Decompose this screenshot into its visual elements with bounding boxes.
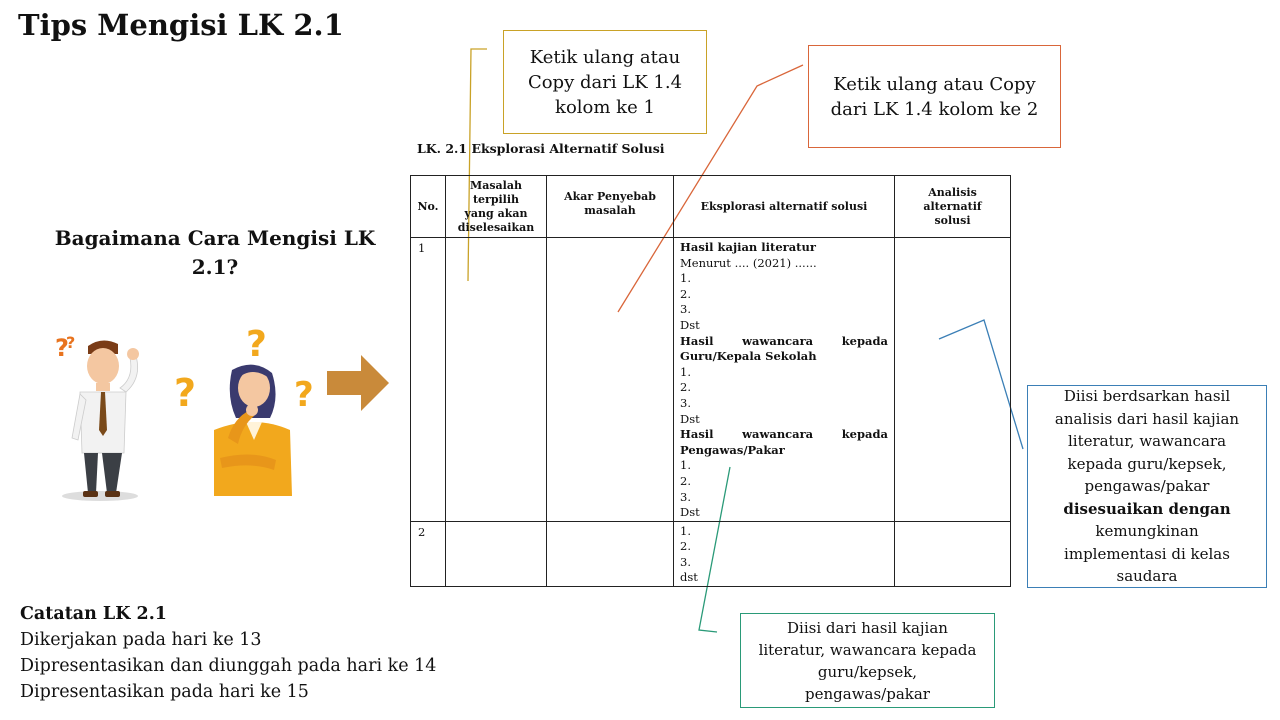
- question-line-2: 2.1?: [191, 255, 239, 279]
- callout-column1: Ketik ulang atau Copy dari LK 1.4 kolom …: [503, 30, 707, 134]
- callout-column2-line2: dari LK 1.4 kolom ke 2: [830, 98, 1039, 120]
- callout-analysis-line: pengawas/pakar: [1084, 477, 1210, 496]
- question-heading: Bagaimana Cara Mengisi LK 2.1?: [40, 224, 390, 282]
- callout-column1-line2: Copy dari LK 1.4: [527, 71, 683, 93]
- callout-analysis-line: kepada guru/kepsek,: [1067, 454, 1227, 473]
- kajian-ref: Menurut .... (2021) ......: [680, 255, 817, 270]
- callout-exploration-line: Diisi dari hasil kajian: [787, 618, 948, 637]
- header-analisis-line: Analisis: [928, 185, 977, 199]
- list-item: Dst: [680, 317, 700, 332]
- callout-analysis-line: analisis dari hasil kajian: [1054, 409, 1240, 428]
- header-eksplorasi: Eksplorasi alternatif solusi: [673, 175, 895, 238]
- header-masalah-line: terpilih: [472, 192, 520, 206]
- header-masalah-line: yang akan: [464, 206, 528, 220]
- row2-analisis[interactable]: [894, 520, 1011, 588]
- callout-analysis-line: literatur, wawancara: [1067, 432, 1227, 451]
- header-masalah-line: diselesaikan: [457, 220, 535, 234]
- header-analisis-line: alternatif: [923, 199, 982, 213]
- pakar-title: Hasil wawancara kepada: [680, 427, 888, 442]
- row1-masalah[interactable]: [445, 237, 547, 522]
- confused-man-illustration: ? ?: [55, 333, 139, 501]
- row1-akar[interactable]: [546, 237, 674, 522]
- notes-line: Dipresentasikan pada hari ke 15: [20, 682, 309, 702]
- header-masalah: Masalah terpilih yang akan diselesaikan: [445, 175, 547, 238]
- callout-column2-line1: Ketik ulang atau Copy: [833, 73, 1036, 95]
- header-akar-line: Akar Penyebab: [564, 190, 656, 203]
- row2-akar[interactable]: [546, 520, 674, 588]
- list-item: 3.: [680, 489, 691, 504]
- list-item: 1.: [680, 364, 691, 379]
- callout-column1-line1: Ketik ulang atau: [529, 46, 681, 68]
- guru-title: Hasil wawancara kepada: [680, 333, 888, 348]
- list-item: 2.: [680, 539, 691, 554]
- list-item: 1.: [680, 271, 691, 286]
- thinking-woman-illustration: ? ? ?: [174, 324, 314, 496]
- list-item: Dst: [680, 411, 700, 426]
- list-item: 1.: [680, 458, 691, 473]
- worksheet-title: LK. 2.1 Eksplorasi Alternatif Solusi: [417, 141, 665, 156]
- callout-column1-line3: kolom ke 1: [555, 96, 655, 118]
- right-arrow-icon: [327, 355, 389, 411]
- table-row: 1 Hasil kajian literatur Menurut .... (2…: [410, 237, 1011, 522]
- callout-exploration-line: guru/kepsek,: [817, 662, 918, 681]
- worksheet-table: No. Masalah terpilih yang akan diselesai…: [410, 175, 1011, 588]
- callout-exploration-line: pengawas/pakar: [805, 684, 930, 703]
- callout-analysis-line: kemungkinan: [1095, 522, 1199, 541]
- question-mark-icon: ?: [55, 334, 69, 362]
- list-item: 3.: [680, 554, 691, 569]
- svg-text:?: ?: [294, 375, 314, 415]
- row2-eksplorasi[interactable]: 1. 2. 3. dst: [673, 520, 895, 588]
- notes-line: Dikerjakan pada hari ke 13: [20, 630, 262, 650]
- header-masalah-line: Masalah: [470, 178, 522, 192]
- header-analisis: Analisis alternatif solusi: [894, 175, 1011, 238]
- list-item: 3.: [680, 302, 691, 317]
- pakar-title-2: Pengawas/Pakar: [680, 442, 785, 457]
- list-item: 2.: [680, 286, 691, 301]
- row2-no: 2: [410, 520, 446, 588]
- header-analisis-line: solusi: [934, 213, 971, 227]
- callout-analysis: Diisi berdsarkan hasil analisis dari has…: [1027, 385, 1267, 588]
- callout-analysis-line: Diisi berdsarkan hasil: [1063, 387, 1231, 406]
- row1-analisis[interactable]: [894, 237, 1011, 522]
- callout-analysis-line: saudara: [1116, 567, 1178, 586]
- svg-text:?: ?: [66, 333, 75, 352]
- slide-title: Tips Mengisi LK 2.1: [18, 8, 344, 42]
- row2-masalah[interactable]: [445, 520, 547, 588]
- list-item: 2.: [680, 473, 691, 488]
- list-item: 3.: [680, 395, 691, 410]
- question-line-1: Bagaimana Cara Mengisi LK: [54, 226, 376, 250]
- row1-eksplorasi[interactable]: Hasil kajian literatur Menurut .... (202…: [673, 237, 895, 522]
- header-akar: Akar Penyebab masalah: [546, 175, 674, 238]
- notes-section: Catatan LK 2.1 Dikerjakan pada hari ke 1…: [20, 601, 436, 705]
- svg-text:?: ?: [174, 371, 196, 415]
- notes-line: Dipresentasikan dan diunggah pada hari k…: [20, 656, 437, 676]
- header-akar-line: masalah: [584, 204, 636, 217]
- header-no: No.: [410, 175, 446, 238]
- question-mark-icon: ?: [246, 324, 267, 365]
- row1-no: 1: [410, 237, 446, 522]
- notes-heading: Catatan LK 2.1: [20, 604, 167, 624]
- list-item: dst: [680, 570, 698, 585]
- callout-analysis-line: implementasi di kelas: [1064, 544, 1230, 563]
- table-row: 2 1. 2. 3. dst: [410, 520, 1011, 588]
- kajian-title: Hasil kajian literatur: [680, 240, 816, 254]
- table-header-row: No. Masalah terpilih yang akan diselesai…: [410, 175, 1011, 238]
- callout-analysis-emphasis: disesuaikan dengan: [1063, 499, 1231, 518]
- callout-exploration: Diisi dari hasil kajian literatur, wawan…: [740, 613, 995, 708]
- list-item: Dst: [680, 505, 700, 520]
- callout-exploration-line: literatur, wawancara kepada: [758, 640, 977, 659]
- guru-title-2: Guru/Kepala Sekolah: [680, 349, 817, 364]
- callout-column2: Ketik ulang atau Copy dari LK 1.4 kolom …: [808, 45, 1061, 148]
- list-item: 2.: [680, 380, 691, 395]
- list-item: 1.: [680, 523, 691, 538]
